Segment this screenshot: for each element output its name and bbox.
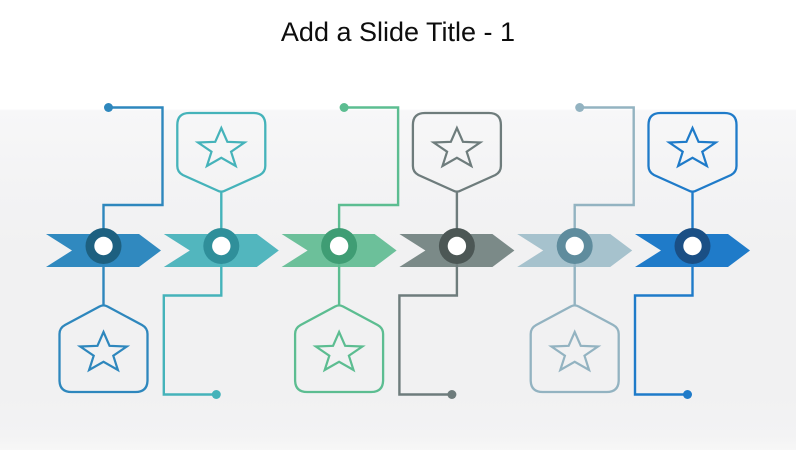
star-icon-6 <box>665 125 720 169</box>
end-dot-6 <box>683 390 692 399</box>
milestone-marker-4 <box>438 228 475 264</box>
milestone-marker-2 <box>203 228 240 264</box>
slide-title: Add a Slide Title - 1 <box>280 17 516 47</box>
connector-layer <box>58 103 738 399</box>
elbow-connector-5 <box>573 106 635 246</box>
marker-core-3 <box>329 236 349 256</box>
end-dot-5 <box>575 103 585 112</box>
milestone-marker-1 <box>85 228 122 264</box>
marker-core-4 <box>447 236 467 256</box>
star-icon-2 <box>194 125 248 169</box>
milestone-5 <box>529 103 635 394</box>
milestone-1 <box>58 103 164 394</box>
end-dot-3 <box>339 103 349 112</box>
marker-core-5 <box>565 236 584 256</box>
elbow-connector-6 <box>633 246 694 396</box>
star-icon-3 <box>312 329 366 373</box>
chevron-band <box>46 234 750 267</box>
badge-shape-2 <box>176 111 267 193</box>
milestone-marker-6 <box>674 228 711 264</box>
marker-core-1 <box>94 236 113 256</box>
star-icon-4 <box>430 125 484 169</box>
elbow-connector-3 <box>337 106 400 246</box>
milestone-marker-5 <box>556 228 593 264</box>
badge-shape-6 <box>647 111 738 193</box>
marker-core-6 <box>683 236 702 256</box>
badge-shape-4 <box>411 111 503 193</box>
badge-shape-1 <box>58 304 149 394</box>
marker-layer <box>85 228 711 264</box>
milestone-4 <box>398 111 503 399</box>
milestone-2 <box>162 111 267 399</box>
end-dot-4 <box>447 390 457 399</box>
badge-shape-5 <box>529 304 620 394</box>
marker-core-2 <box>212 236 231 256</box>
star-icon-5 <box>548 329 602 373</box>
end-dot-2 <box>211 390 221 399</box>
elbow-connector-1 <box>102 106 164 246</box>
badge-shape-3 <box>293 304 385 394</box>
star-icon-1 <box>76 329 131 373</box>
milestone-marker-3 <box>321 228 358 264</box>
elbow-connector-4 <box>398 246 459 396</box>
end-dot-1 <box>104 103 113 112</box>
elbow-connector-2 <box>162 246 223 396</box>
